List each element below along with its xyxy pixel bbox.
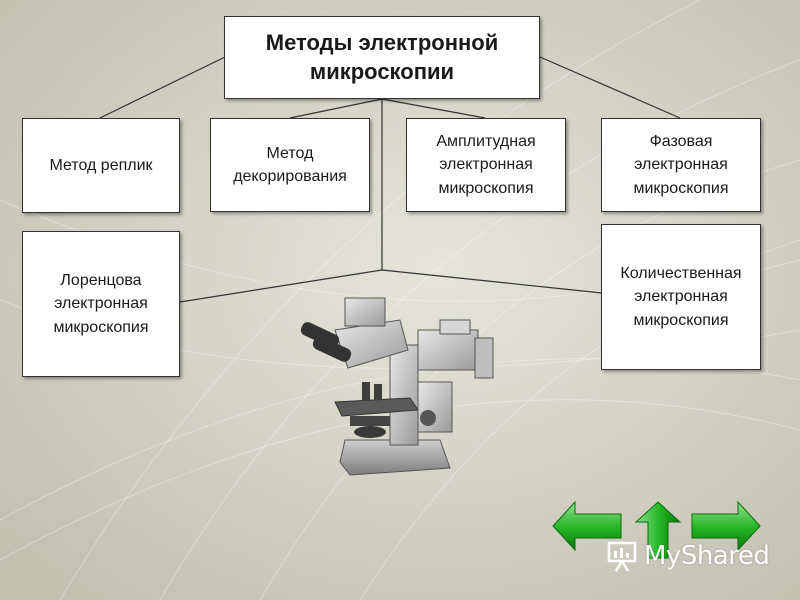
nav-forward-button[interactable] [690, 500, 762, 552]
watermark-text: MyShared [644, 541, 770, 571]
nav-home-button[interactable] [634, 500, 682, 560]
diagram-title: Методы электронной микроскопии [224, 16, 540, 99]
method-replica-box: Метод реплик [22, 118, 180, 213]
presentation-board-icon [607, 541, 637, 572]
arrow-up-icon [634, 501, 682, 559]
method-quantitative-box: Количественная электронная микроскопия [601, 224, 761, 370]
arrow-right-icon [691, 500, 761, 552]
method-lorentz-box: Лоренцова электронная микроскопия [22, 231, 180, 377]
watermark: MyShared [606, 536, 770, 576]
method-decoration-box: Метод декорирования [210, 118, 370, 212]
method-amplitude-box: Амплитудная электронная микроскопия [406, 118, 566, 212]
microscope-image [300, 297, 494, 476]
nav-back-button[interactable] [551, 500, 623, 552]
method-phase-box: Фазовая электронная микроскопия [601, 118, 761, 212]
arrow-left-icon [552, 500, 622, 552]
